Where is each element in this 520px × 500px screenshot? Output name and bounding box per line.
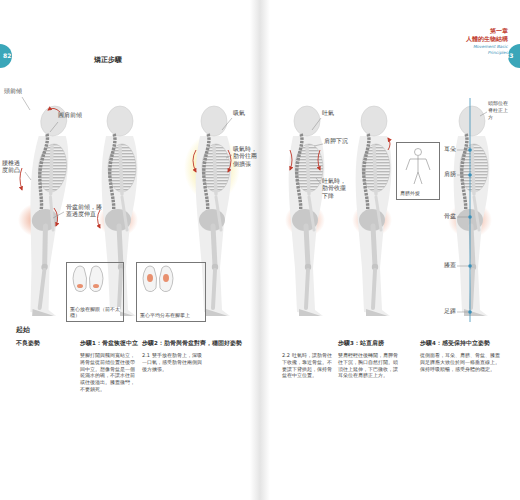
callout-label: 吐氣時，肋骨收攏下降 [322, 178, 350, 200]
illustration-part [468, 215, 472, 219]
callout-label: 肩胛下沉 [324, 138, 348, 145]
inset-caption: 重心平均分布在腳掌上 [140, 313, 202, 319]
step-heading: 步驟4：感受保持中立姿勢 [420, 340, 506, 347]
illustration-part [48, 108, 60, 112]
illustration-part [22, 97, 30, 110]
chapter-tab: Movement Basic Principles [470, 44, 508, 55]
illustration-part [226, 155, 232, 158]
illustration-part [98, 210, 101, 228]
illustration-part [147, 274, 153, 282]
callout-label: 頭部位在脊柱正上方 [488, 100, 512, 121]
illustration-part [457, 312, 468, 313]
body-text: 2.1 雙手放在肋骨上，深吸一口氣，感受肋骨往兩側與後方擴張。 [142, 352, 204, 372]
illustration-part [457, 266, 468, 267]
illustration-part [480, 112, 487, 116]
illustration-part [314, 144, 323, 146]
leader-lines [22, 97, 487, 312]
illustration-part [73, 266, 87, 292]
illustration-part [318, 150, 320, 170]
movement-arrows [20, 108, 390, 228]
illustration-part [457, 175, 468, 176]
illustration-part [457, 217, 468, 218]
callout-label: 吐氣 [322, 110, 334, 117]
illustration-part [93, 284, 99, 288]
illustration-part [22, 106, 72, 316]
reference-label: 骨盆 [444, 213, 456, 220]
chapter-tab: 第一章 [470, 28, 508, 35]
reference-label: 足踝 [444, 308, 456, 315]
pelvis-glows [18, 134, 492, 238]
reference-label: 肩膀 [444, 171, 456, 178]
page-gutter [250, 0, 270, 500]
callout-label: 圓肩前傾 [58, 112, 82, 119]
body-text: 雙腳打開與髖同寬站立，將骨盆從前傾位置往後帶回中立。想像骨盆是一個裝滿水的碗，不… [80, 352, 136, 393]
illustration-part [102, 106, 138, 316]
illustration-part [426, 159, 430, 170]
step-heading: 步驟1：骨盆恢復中立 [80, 340, 138, 347]
illustration-part [316, 178, 321, 184]
illustration-part [312, 118, 321, 130]
plumb-line [468, 98, 472, 322]
illustration-part [468, 173, 472, 177]
illustration-part [193, 150, 196, 172]
illustration-part [77, 284, 83, 288]
inset-box: 重心平均分布在腳掌上 [136, 262, 206, 322]
illustration-part [89, 266, 103, 292]
illustration-part [25, 172, 31, 180]
illustration-part [410, 159, 426, 160]
body-text: 2.2 吐氣時，讓肋骨往下收攏，靠近骨盆。不要讓下背拱起，保持骨盆在中立位置。 [282, 352, 332, 379]
illustration-part [143, 266, 157, 292]
foot-sketches [73, 266, 173, 292]
illustration-part [50, 122, 58, 132]
illustration-part [418, 172, 422, 184]
inset-caption: 肩膀外旋 [400, 191, 436, 197]
callout-label: 腰椎過度前凸 [2, 160, 25, 175]
illustration-part [289, 106, 325, 316]
illustration-part [414, 172, 418, 184]
reference-label: 耳朵 [444, 146, 456, 153]
body-text: 從側面看，耳朵、肩膀、骨盆、膝蓋與足踝應大致位於同一條垂直線上。保持呼吸順暢，感… [420, 352, 500, 372]
chapter-tab: 人體的生物結構 [440, 36, 508, 43]
inset-box: 肩膀外旋 [396, 142, 440, 200]
illustration-part [388, 138, 390, 150]
inset-caption: 重心放在腳跟（前不太穩） [70, 307, 120, 319]
illustration-part [468, 310, 472, 314]
illustration-part [415, 149, 422, 156]
illustration-part [20, 168, 22, 190]
body-text: 雙肩輕輕往後轉開，肩胛骨往下沉，胸口自然打開。頭頂往上延伸，下巴微收，讓耳朵位在… [338, 352, 402, 379]
illustration-part [159, 266, 173, 292]
page-tab [0, 44, 12, 68]
callout-label: 吸氣時，肋骨往兩側擴張 [233, 146, 258, 168]
illustration-part [457, 150, 468, 151]
step-heading: 步驟3：站直肩膀 [338, 340, 408, 347]
illustration-part [222, 118, 232, 130]
illustration-part [468, 148, 472, 152]
illustration-part [196, 106, 232, 316]
reference-label: 膝蓋 [444, 262, 456, 269]
illustration-part [356, 106, 392, 316]
illustration-part [53, 212, 64, 218]
step-heading: 不良姿勢 [16, 340, 40, 347]
illustration-part [228, 150, 231, 172]
callout-label: 吸氣 [233, 110, 245, 117]
skeleton-figures [22, 106, 490, 316]
section-title: 矯正步驟 [94, 56, 122, 65]
illustration-part [406, 159, 410, 170]
illustration-part [163, 274, 169, 282]
illustration-part [418, 156, 419, 172]
illustration-part [290, 150, 292, 170]
callout-label: 頭前傾 [4, 88, 22, 95]
front-figure [406, 149, 430, 185]
illustration-part [454, 106, 490, 316]
callout-label: 骨盆前傾，膝蓋過度伸直 [66, 204, 102, 219]
page-number: 82 [3, 52, 11, 60]
illustration-part [470, 98, 471, 322]
illustration-part [468, 264, 472, 268]
inset-box: 重心放在腳跟（前不太穩） [66, 262, 124, 322]
section-heading: 起始 [16, 326, 30, 335]
step-heading: 步驟2：肋骨與骨盆對齊，穩固好姿勢 [142, 340, 246, 347]
